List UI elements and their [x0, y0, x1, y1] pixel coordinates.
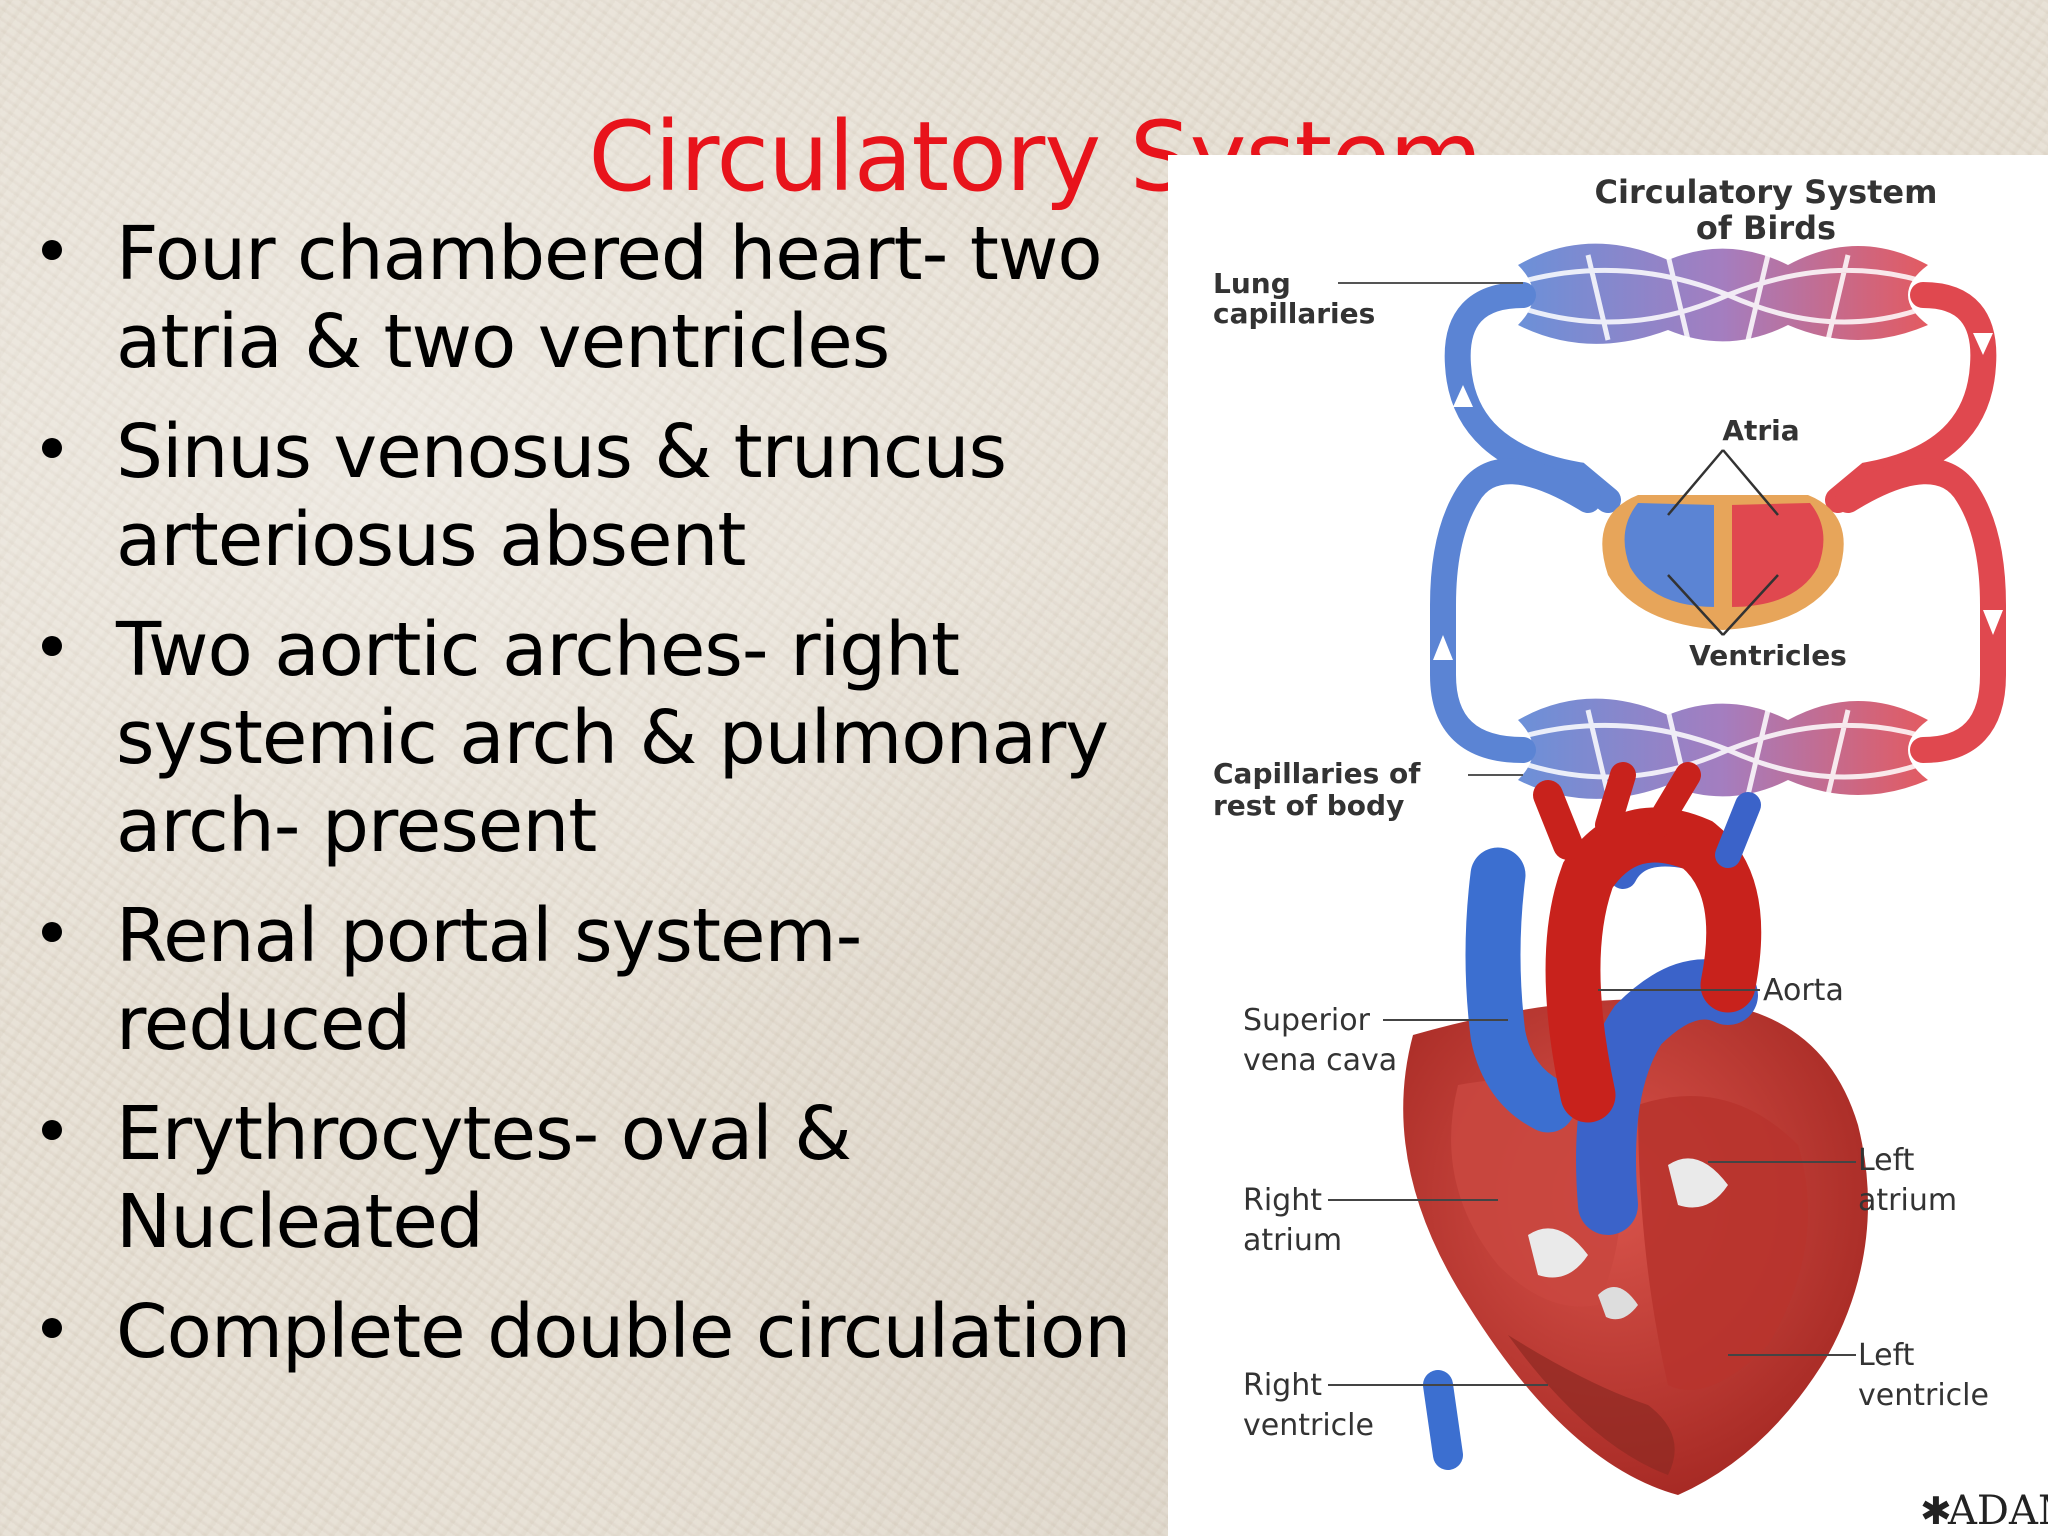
- left-atrium-label: Left: [1858, 1143, 1915, 1178]
- atria-pointer: [1667, 449, 1779, 516]
- systemic-vein-left: [1430, 458, 1601, 763]
- left-ventricle-label: Left: [1858, 1338, 1915, 1373]
- bullet-item: Four chambered heart- two atria & two ve…: [36, 210, 1176, 386]
- bullet-text: Renal portal system- reduced: [116, 893, 862, 1067]
- systemic-artery-right: [1835, 458, 2006, 763]
- bullet-text: Four chambered heart- two atria & two ve…: [116, 211, 1103, 385]
- ventricles-label: Ventricles: [1689, 639, 1847, 672]
- bullet-item: Erythrocytes- oval & Nucleated: [36, 1090, 1176, 1266]
- bullet-text: Two aortic arches- right systemic arch &…: [116, 607, 1109, 869]
- bird-heart: [1602, 495, 1844, 630]
- bullet-item: Sinus venosus & truncus arteriosus absen…: [36, 408, 1176, 584]
- lung-capillaries-label-line2: capillaries: [1213, 297, 1375, 330]
- lung-capillaries: [1518, 243, 1928, 344]
- superior-vena-cava-label-line2: vena cava: [1243, 1043, 1397, 1078]
- bird-diagram-subtitle: of Birds: [1696, 209, 1836, 247]
- superior-vena-cava-label: Superior: [1243, 1003, 1371, 1038]
- right-atrium-label-line2: atrium: [1243, 1223, 1342, 1258]
- bird-diagram-title: Circulatory System: [1595, 173, 1938, 211]
- bullet-item: Two aortic arches- right systemic arch &…: [36, 606, 1176, 870]
- bullet-dot-icon: [42, 240, 62, 260]
- ventricles-pointer: [1667, 574, 1779, 636]
- circulation-figure-svg: Circulatory System of Birds: [1213, 173, 2048, 1534]
- bullet-text: Sinus venosus & truncus arteriosus absen…: [116, 409, 1007, 583]
- circulation-figure: Circulatory System of Birds: [1168, 155, 2048, 1536]
- left-ventricle-label-line2: ventricle: [1858, 1378, 1989, 1413]
- right-atrium-label: Right: [1243, 1183, 1322, 1218]
- arrow-down-icon: [1973, 333, 1993, 355]
- bullet-list: Four chambered heart- two atria & two ve…: [36, 210, 1176, 1398]
- adam-logo-icon: ✱: [1920, 1489, 1952, 1533]
- bullet-dot-icon: [42, 636, 62, 656]
- bullet-dot-icon: [42, 1120, 62, 1140]
- left-atrium-label-line2: atrium: [1858, 1183, 1957, 1218]
- right-ventricle-label-line2: ventricle: [1243, 1408, 1374, 1443]
- body-capillaries-label: Capillaries of: [1213, 757, 1421, 790]
- arrow-down-icon: [1983, 610, 2003, 635]
- bullet-dot-icon: [42, 922, 62, 942]
- bullet-item: Renal portal system- reduced: [36, 892, 1176, 1068]
- heart-illustration: Superior vena cava Aorta Right atrium Le…: [1243, 762, 2048, 1534]
- arrow-up-icon: [1433, 635, 1453, 660]
- lung-capillaries-label: Lung: [1213, 267, 1291, 300]
- bullet-text: Erythrocytes- oval & Nucleated: [116, 1091, 852, 1265]
- bullet-text: Complete double circulation: [116, 1289, 1131, 1375]
- bullet-dot-icon: [42, 1318, 62, 1338]
- bullet-item: Complete double circulation: [36, 1288, 1176, 1376]
- body-capillaries: [1518, 698, 1928, 799]
- adam-credit: ADAM: [1947, 1488, 2048, 1534]
- arrow-up-icon: [1453, 385, 1473, 407]
- aorta-label: Aorta: [1763, 973, 1844, 1008]
- body-capillaries-label-line2: rest of body: [1213, 789, 1404, 822]
- atria-label: Atria: [1722, 414, 1799, 447]
- bullet-dot-icon: [42, 438, 62, 458]
- right-ventricle-label: Right: [1243, 1368, 1322, 1403]
- bird-circulation-diagram: Circulatory System of Birds: [1213, 173, 2006, 822]
